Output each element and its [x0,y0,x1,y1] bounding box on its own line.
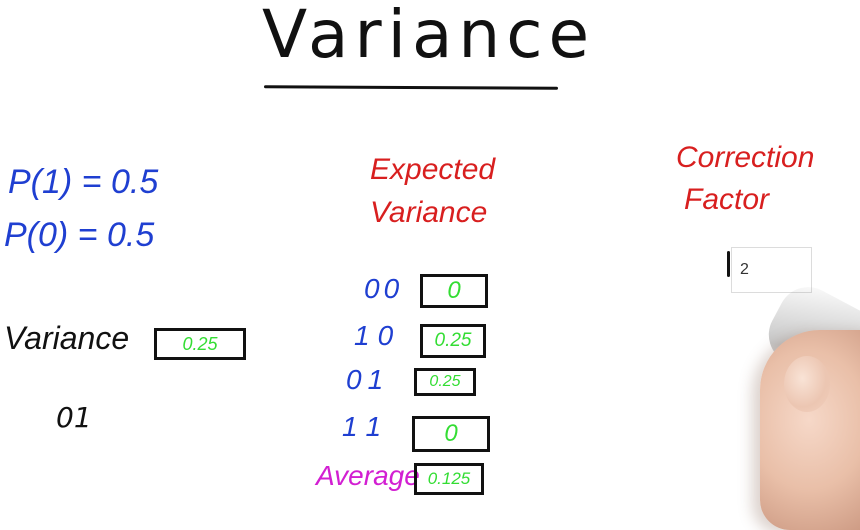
correction-factor-heading-line2: Factor [684,183,770,216]
combo-10-label: 10 [354,320,402,351]
combo-11-answer-box: 0 [412,416,490,452]
expected-variance-heading-line1: Expected [370,153,496,186]
variance-answer-box: 0.25 [154,328,246,360]
combo-11-label: 11 [342,411,392,442]
combo-10-answer-box: 0.25 [420,324,486,358]
sample-outcome: 01 [56,401,92,434]
correction-factor-heading-line1: Correction [676,141,815,174]
combo-00-answer-box: 0 [420,274,488,308]
probability-zero: P(0) = 0.5 [4,216,155,254]
pen-mark [727,251,730,277]
average-answer-box: 0.125 [414,463,484,495]
variance-label: Variance [4,320,130,356]
average-label: Average [316,460,420,491]
page-title: Variance [262,0,596,73]
combo-00-label: 00 [364,273,404,304]
presenter-hand-highlight [784,356,830,412]
title-underline [263,85,559,90]
expected-variance-heading-line2: Variance [370,196,488,229]
combo-01-answer-box: 0.25 [414,368,476,396]
combo-01-label: 01 [346,364,390,395]
correction-factor-input[interactable] [731,247,812,293]
probability-one: P(1) = 0.5 [8,163,159,201]
